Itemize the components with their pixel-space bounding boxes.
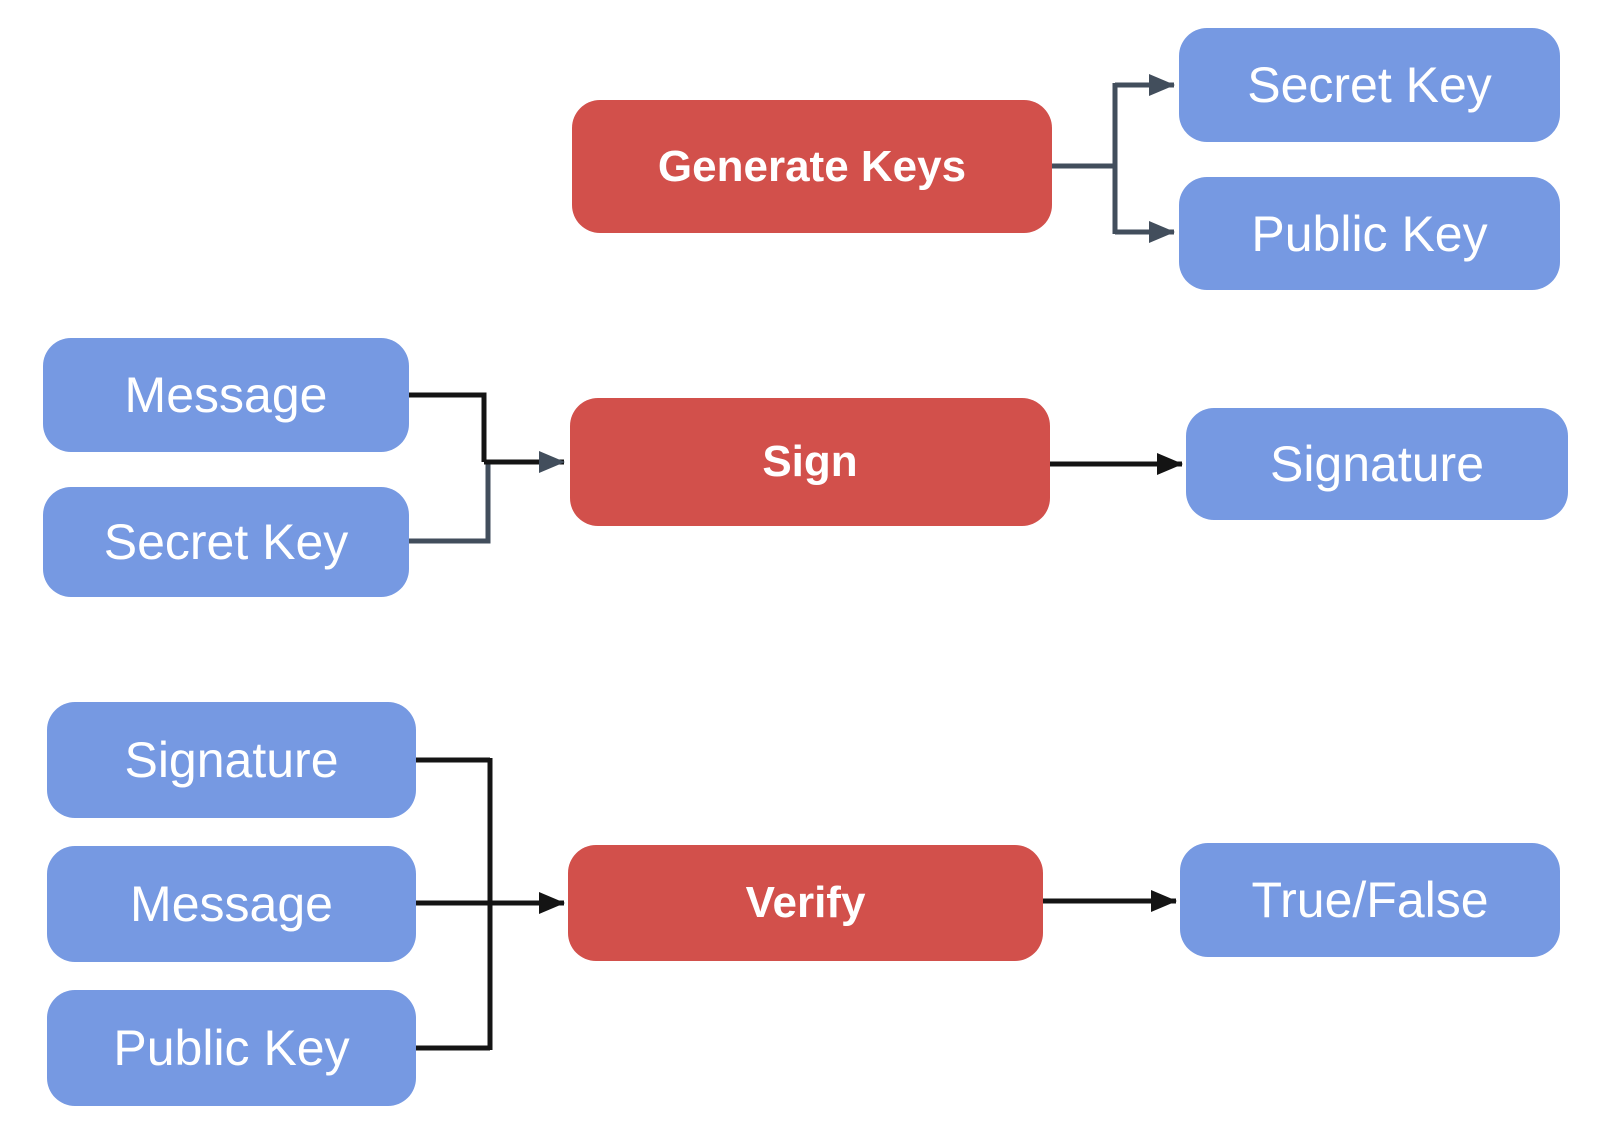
sign-message-input-label: Message [124, 367, 328, 423]
sign-label: Sign [762, 437, 858, 486]
verify-message-input-label: Message [130, 876, 333, 932]
verify-public-key-input-box: Public Key [47, 990, 416, 1106]
signature-output-box: Signature [1186, 408, 1568, 520]
generate-keys-fork-connector [1052, 74, 1175, 243]
verify-box: Verify [568, 845, 1043, 961]
generate-keys-label: Generate Keys [657, 141, 967, 191]
public-key-output-label: Public Key [1251, 205, 1488, 262]
verify-signature-input-label: Signature [124, 732, 339, 788]
sign-inputs-connector [409, 392, 565, 544]
true-false-output-box: True/False [1180, 843, 1560, 957]
secret-key-output-box: Secret Key [1179, 28, 1560, 142]
sign-secret-key-input-label: Secret Key [103, 514, 349, 570]
verify-message-input-box: Message [47, 846, 416, 962]
signature-output-label: Signature [1269, 436, 1485, 492]
sign-box: Sign [570, 398, 1050, 526]
secret-key-output-label: Secret Key [1247, 57, 1492, 113]
sign-message-input-box: Message [43, 338, 409, 452]
verify-inputs-connector [416, 757, 565, 1051]
verify-public-key-input-label: Public Key [113, 1020, 350, 1076]
verify-signature-input-box: Signature [47, 702, 416, 818]
verify-label: Verify [745, 878, 866, 927]
public-key-output-box: Public Key [1179, 177, 1560, 290]
sign-secret-key-input-box: Secret Key [43, 487, 409, 597]
true-false-output-label: True/False [1251, 872, 1489, 928]
generate-keys-box: Generate Keys [572, 100, 1052, 233]
